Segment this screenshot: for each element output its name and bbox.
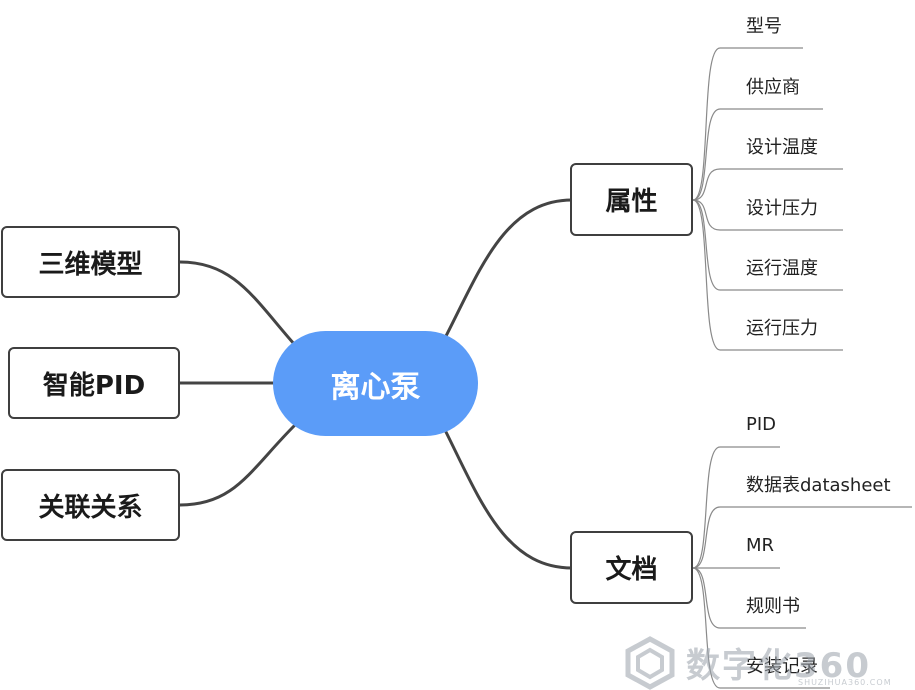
documents-leaf-connectors	[692, 446, 912, 689]
watermark-subtext: SHUZIHUA360.COM	[798, 678, 892, 687]
leaf-design-pressure[interactable]: 设计压力	[746, 198, 818, 219]
node-relations[interactable]: 关联关系	[1, 469, 180, 541]
watermark-text: 数字化360	[686, 646, 871, 686]
connector-center-relations	[179, 423, 297, 507]
leaf-rule-book[interactable]: 规则书	[746, 596, 800, 617]
node-3d-model-label: 三维模型	[38, 249, 143, 280]
node-properties-label: 属性	[605, 187, 658, 217]
leaf-pid[interactable]: PID	[746, 414, 777, 435]
hexagon-logo-icon	[625, 636, 675, 690]
center-node-label: 离心泵	[330, 369, 421, 405]
connector-center-documents	[443, 429, 573, 570]
leaf-supplier[interactable]: 供应商	[746, 77, 800, 98]
leaf-installation-record[interactable]: 安装记录	[746, 656, 818, 677]
center-node[interactable]: 离心泵	[273, 331, 478, 436]
connector-center-3d-model	[179, 260, 297, 346]
leaf-mr[interactable]: MR	[746, 535, 775, 556]
connector-center-properties	[443, 198, 573, 339]
leaf-model[interactable]: 型号	[746, 16, 782, 37]
leaf-operating-pressure[interactable]: 运行压力	[746, 318, 818, 339]
node-documents[interactable]: 文档	[570, 531, 693, 604]
properties-leaf-connectors	[692, 47, 843, 351]
node-relations-label: 关联关系	[38, 492, 143, 523]
leaf-datasheet[interactable]: 数据表datasheet	[746, 475, 891, 496]
watermark: 数字化360 SHUZIHUA360.COM	[622, 636, 915, 690]
leaf-design-temperature[interactable]: 设计温度	[746, 137, 818, 158]
node-smart-pid[interactable]: 智能PID	[8, 347, 180, 419]
node-smart-pid-label: 智能PID	[42, 370, 146, 401]
node-properties[interactable]: 属性	[570, 163, 693, 236]
node-3d-model[interactable]: 三维模型	[1, 226, 180, 298]
node-documents-label: 文档	[605, 555, 658, 585]
leaf-operating-temperature[interactable]: 运行温度	[746, 258, 818, 279]
